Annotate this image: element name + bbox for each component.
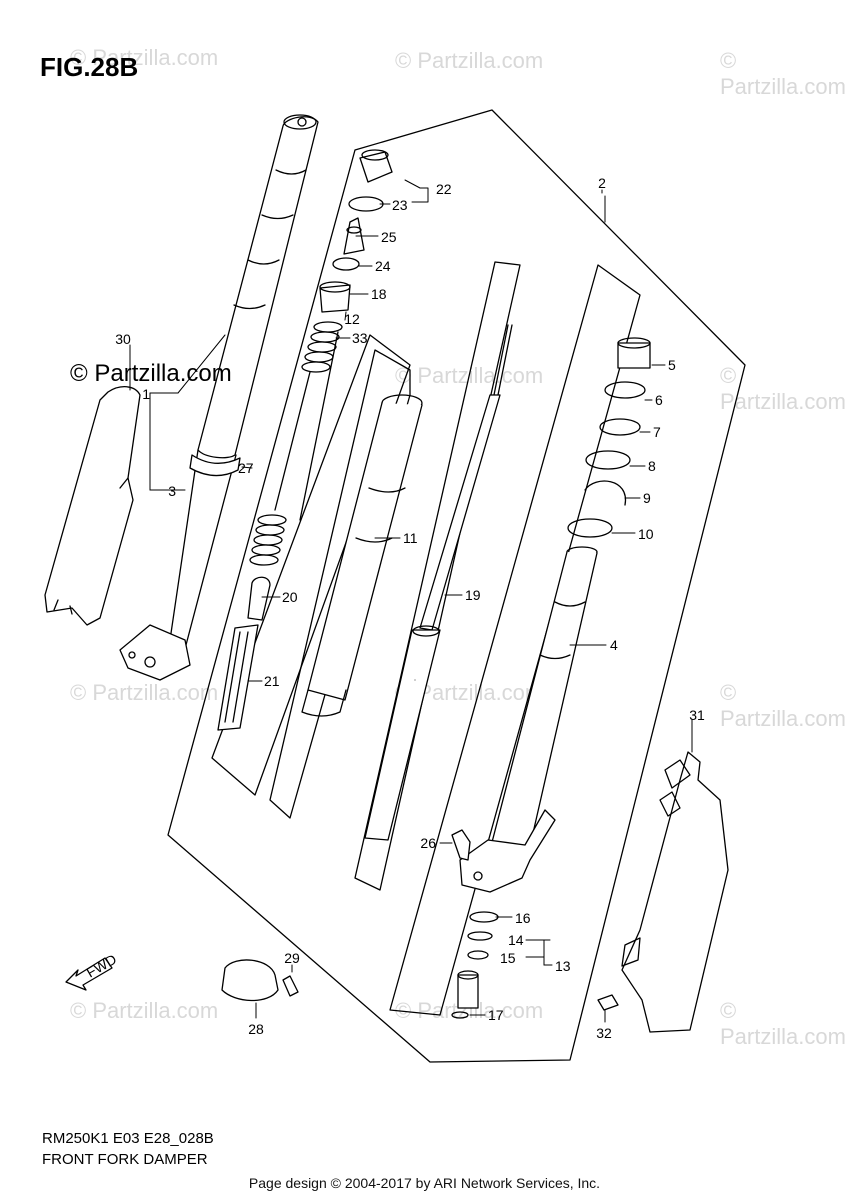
callout-33: 33 [352,330,368,346]
callout-27: 27 [238,460,254,476]
washer-17 [451,1011,469,1019]
callout-30: 30 [115,331,131,347]
watermark: © Partzilla.com [720,998,846,1049]
fwd-arrow-icon [65,957,113,991]
fork-guard-left [44,386,141,626]
watermark: © Partzilla.com [70,998,219,1023]
callout-26: 26 [420,835,436,851]
callout-24: 24 [375,258,391,274]
bolt-29 [282,975,299,997]
figure-code: RM250K1 E03 E28_028B [42,1130,214,1147]
callout-15: 15 [500,950,516,966]
callout-19: 19 [465,587,481,603]
bolt-32 [597,994,619,1011]
callout-32: 32 [596,1025,612,1041]
footer-copyright: Page design © 2004-2017 by ARI Network S… [248,1175,601,1191]
assembly-2-outline [167,109,746,1063]
watermark: © Partzilla.com [395,48,544,73]
callout-2: 2 [598,175,606,191]
callout-17: 17 [488,1007,504,1023]
watermark-copyright: © Partzilla.com [70,360,232,387]
callout-18: 18 [371,286,387,302]
oring-14 [467,931,493,941]
watermark: © Partzilla.com [720,680,846,731]
clamp-28 [221,959,279,1002]
callout-28: 28 [248,1021,264,1037]
callout-23: 23 [392,197,408,213]
callout-6: 6 [655,392,663,408]
callout-7: 7 [653,424,661,440]
spring-33 [301,321,343,373]
callout-20: 20 [282,589,298,605]
callout-12: 12 [344,311,360,327]
inner-tube-frame [389,264,641,1016]
part-20 [247,576,271,621]
callout-8: 8 [648,458,656,474]
callout-labels: 1 2 3 4 5 6 7 8 9 10 11 12 13 14 15 16 1… [84,175,705,1041]
spring-lower [249,514,287,566]
callout-13: 13 [555,958,571,974]
callout-9: 9 [643,490,651,506]
ring-stack [567,337,651,538]
callout-11: 11 [403,530,418,546]
figure-name: FRONT FORK DAMPER [42,1151,208,1168]
callout-4: 4 [610,637,618,653]
callout-25: 25 [381,229,397,245]
fwd-label: FWD [84,951,120,981]
callout-1: 1 [142,386,150,402]
callout-16: 16 [515,910,531,926]
callout-3: 3 [168,483,176,499]
valve-13 [457,974,479,1009]
callout-29: 29 [284,950,300,966]
damper-rod-19 [364,324,513,841]
watermark: © Partzilla.com [70,45,219,70]
fork-guard-right [621,751,729,1033]
callout-22: 22 [436,181,452,197]
inner-tube-4 [459,546,598,893]
screw-26 [451,829,471,861]
callout-21: 21 [264,673,280,689]
rod-frame [354,261,521,891]
callout-5: 5 [668,357,676,373]
callout-10: 10 [638,526,654,542]
watermark: © Partzilla.com [70,680,219,705]
watermark: © Partzilla.com [720,363,846,414]
top-cap-assembly [319,149,393,313]
oring-15 [467,950,489,960]
outer-tube-left [119,114,319,681]
damper-frame [211,334,411,796]
callout-14: 14 [508,932,524,948]
oring-16 [469,911,499,923]
watermark: © Partzilla.com [720,48,846,99]
cylinder-11 [301,394,423,717]
figure-title: FIG.28B [40,52,139,82]
callout-31: 31 [689,707,705,723]
